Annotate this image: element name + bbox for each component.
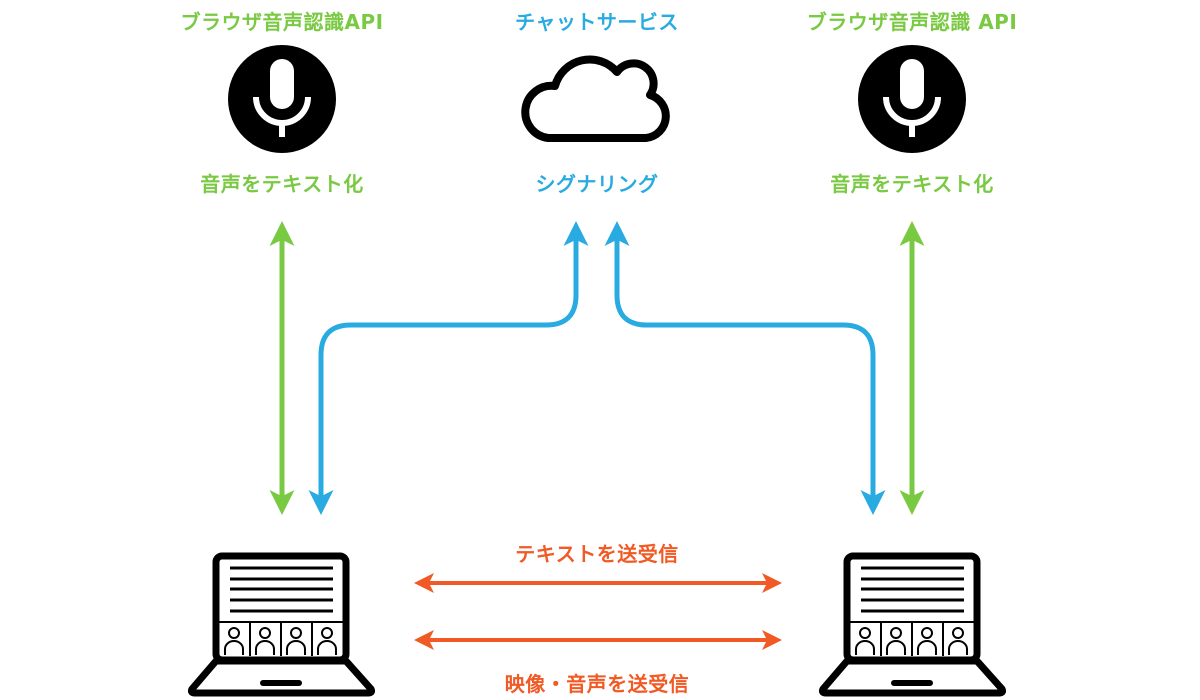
text-exchange-label: テキストを送受信 <box>515 542 679 566</box>
chat-service-caption: シグナリング <box>535 172 659 196</box>
person-icon <box>255 627 275 655</box>
person-icon <box>917 627 937 655</box>
speech-api-left-caption: 音声をテキスト化 <box>200 172 364 196</box>
speech-api-right-caption: 音声をテキスト化 <box>830 172 994 196</box>
signaling-left-connector <box>308 221 589 515</box>
laptop-video-chat-icon <box>818 552 1007 697</box>
microphone-icon <box>858 45 966 153</box>
person-icon <box>224 627 244 655</box>
person-icon <box>286 627 306 655</box>
media-exchange-label: 映像・音声を送受信 <box>504 672 690 696</box>
microphone-icon <box>228 45 336 153</box>
person-icon <box>886 627 906 655</box>
person-icon <box>855 627 875 655</box>
person-icon <box>317 627 337 655</box>
speech-api-right-title: ブラウザ音声認識 API <box>806 10 1018 34</box>
cloud-icon <box>521 55 670 142</box>
chat-service-title: チャットサービス <box>515 10 679 34</box>
person-icon <box>948 627 968 655</box>
signaling-right-connector <box>604 221 886 515</box>
laptop-video-chat-icon <box>187 552 376 697</box>
speech-api-left-title: ブラウザ音声認識API <box>180 10 384 34</box>
